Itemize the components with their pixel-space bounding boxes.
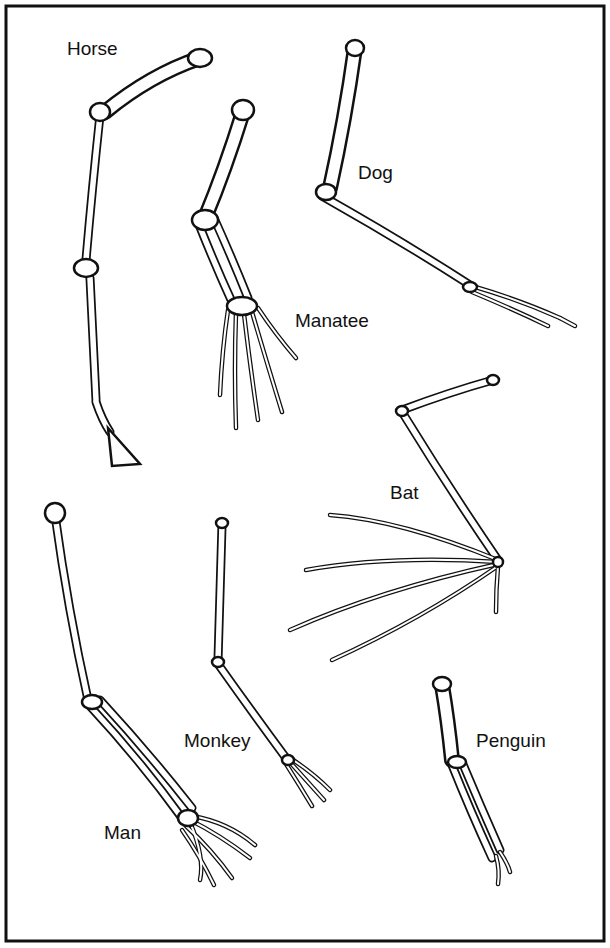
joint-knobs [45,40,503,826]
animal-label: Monkey [184,731,251,752]
animal-label: Horse [67,39,118,60]
frame [6,6,604,941]
animal-label: Penguin [476,731,546,752]
animal-label: Bat [390,483,419,504]
animal-label: Manatee [295,311,369,332]
animal-label: Dog [358,163,393,184]
animal-label: Man [104,823,141,844]
